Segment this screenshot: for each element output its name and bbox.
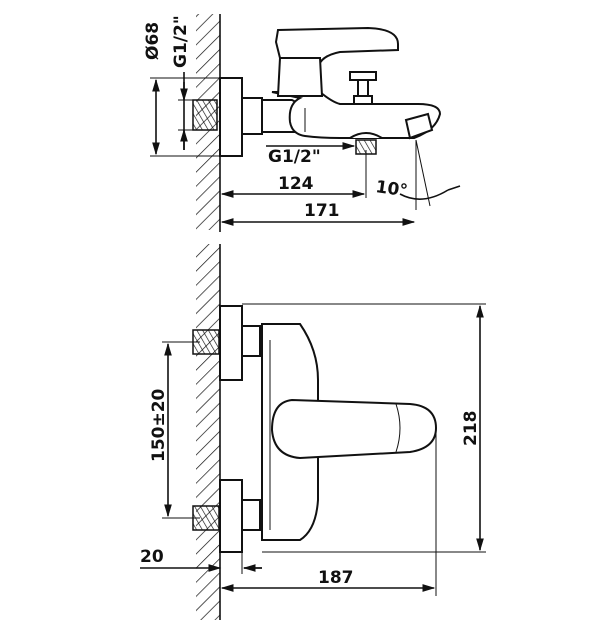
dim-outlet-thread-label: G1/2" <box>268 147 321 167</box>
dim-spout-angle-label: 10° <box>374 177 409 201</box>
dim-outlet-offset-label: 124 <box>278 174 314 194</box>
dim-inlet-spacing-label: 150±20 <box>149 388 169 462</box>
front-lever-handle <box>270 398 438 460</box>
dim-inlet-thread-label: G1/2" <box>171 15 191 68</box>
dim-overall-depth-label: 171 <box>304 201 340 221</box>
front-flange-top <box>219 305 243 381</box>
front-nut-bottom <box>241 499 261 531</box>
side-hex-nut <box>241 97 263 135</box>
side-spout-tip <box>404 112 434 140</box>
front-nut-top <box>241 325 261 357</box>
front-view: 150±20 218 20 187 <box>140 244 486 620</box>
front-flange-bottom <box>219 479 243 553</box>
side-inlet-thread <box>192 99 218 131</box>
dim-overall-length-label: 187 <box>318 568 354 588</box>
side-lever-neck <box>276 57 324 97</box>
dim-wall-offset-label: 20 <box>140 547 164 567</box>
side-view: Ø68 G1/2" G1/2" 124 10° 171 <box>143 14 461 232</box>
side-wall-flange <box>219 77 243 157</box>
dim-height-label: 218 <box>461 411 481 447</box>
side-diverter-base <box>353 95 373 105</box>
dim-diameter-label: Ø68 <box>143 22 163 60</box>
side-faucet-body <box>271 91 442 139</box>
side-diverter-cap <box>349 71 377 81</box>
front-wall-hatch <box>196 244 220 620</box>
